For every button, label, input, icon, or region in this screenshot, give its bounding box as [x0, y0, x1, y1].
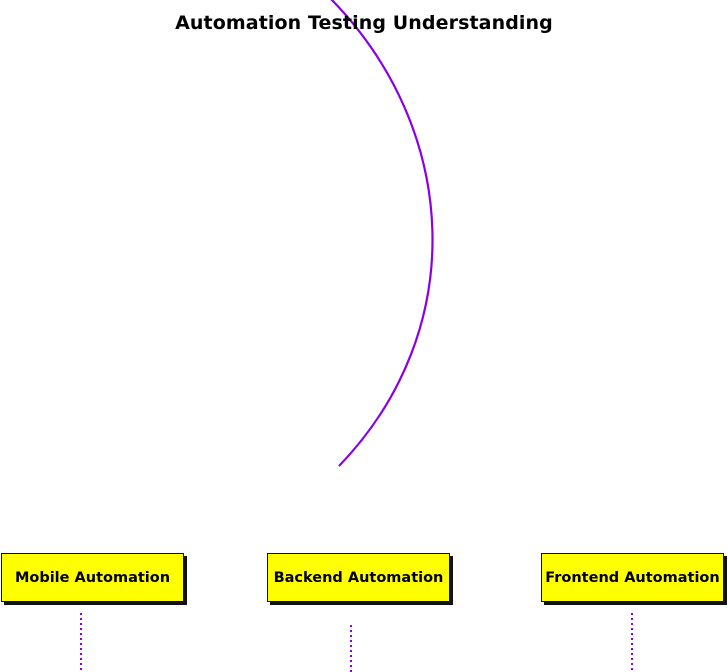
mobile-automation-label: Mobile Automation: [14, 569, 171, 586]
backend-automation-node[interactable]: Backend Automation: [267, 553, 450, 602]
diagram-title: Automation Testing Understanding: [175, 12, 553, 34]
mobile-automation-node[interactable]: Mobile Automation: [1, 553, 184, 602]
frontend-automation-node[interactable]: Frontend Automation: [541, 553, 724, 602]
frontend-automation-label: Frontend Automation: [545, 569, 720, 586]
curved-connector: [330, 0, 434, 467]
backend-automation-label: Backend Automation: [273, 569, 444, 586]
